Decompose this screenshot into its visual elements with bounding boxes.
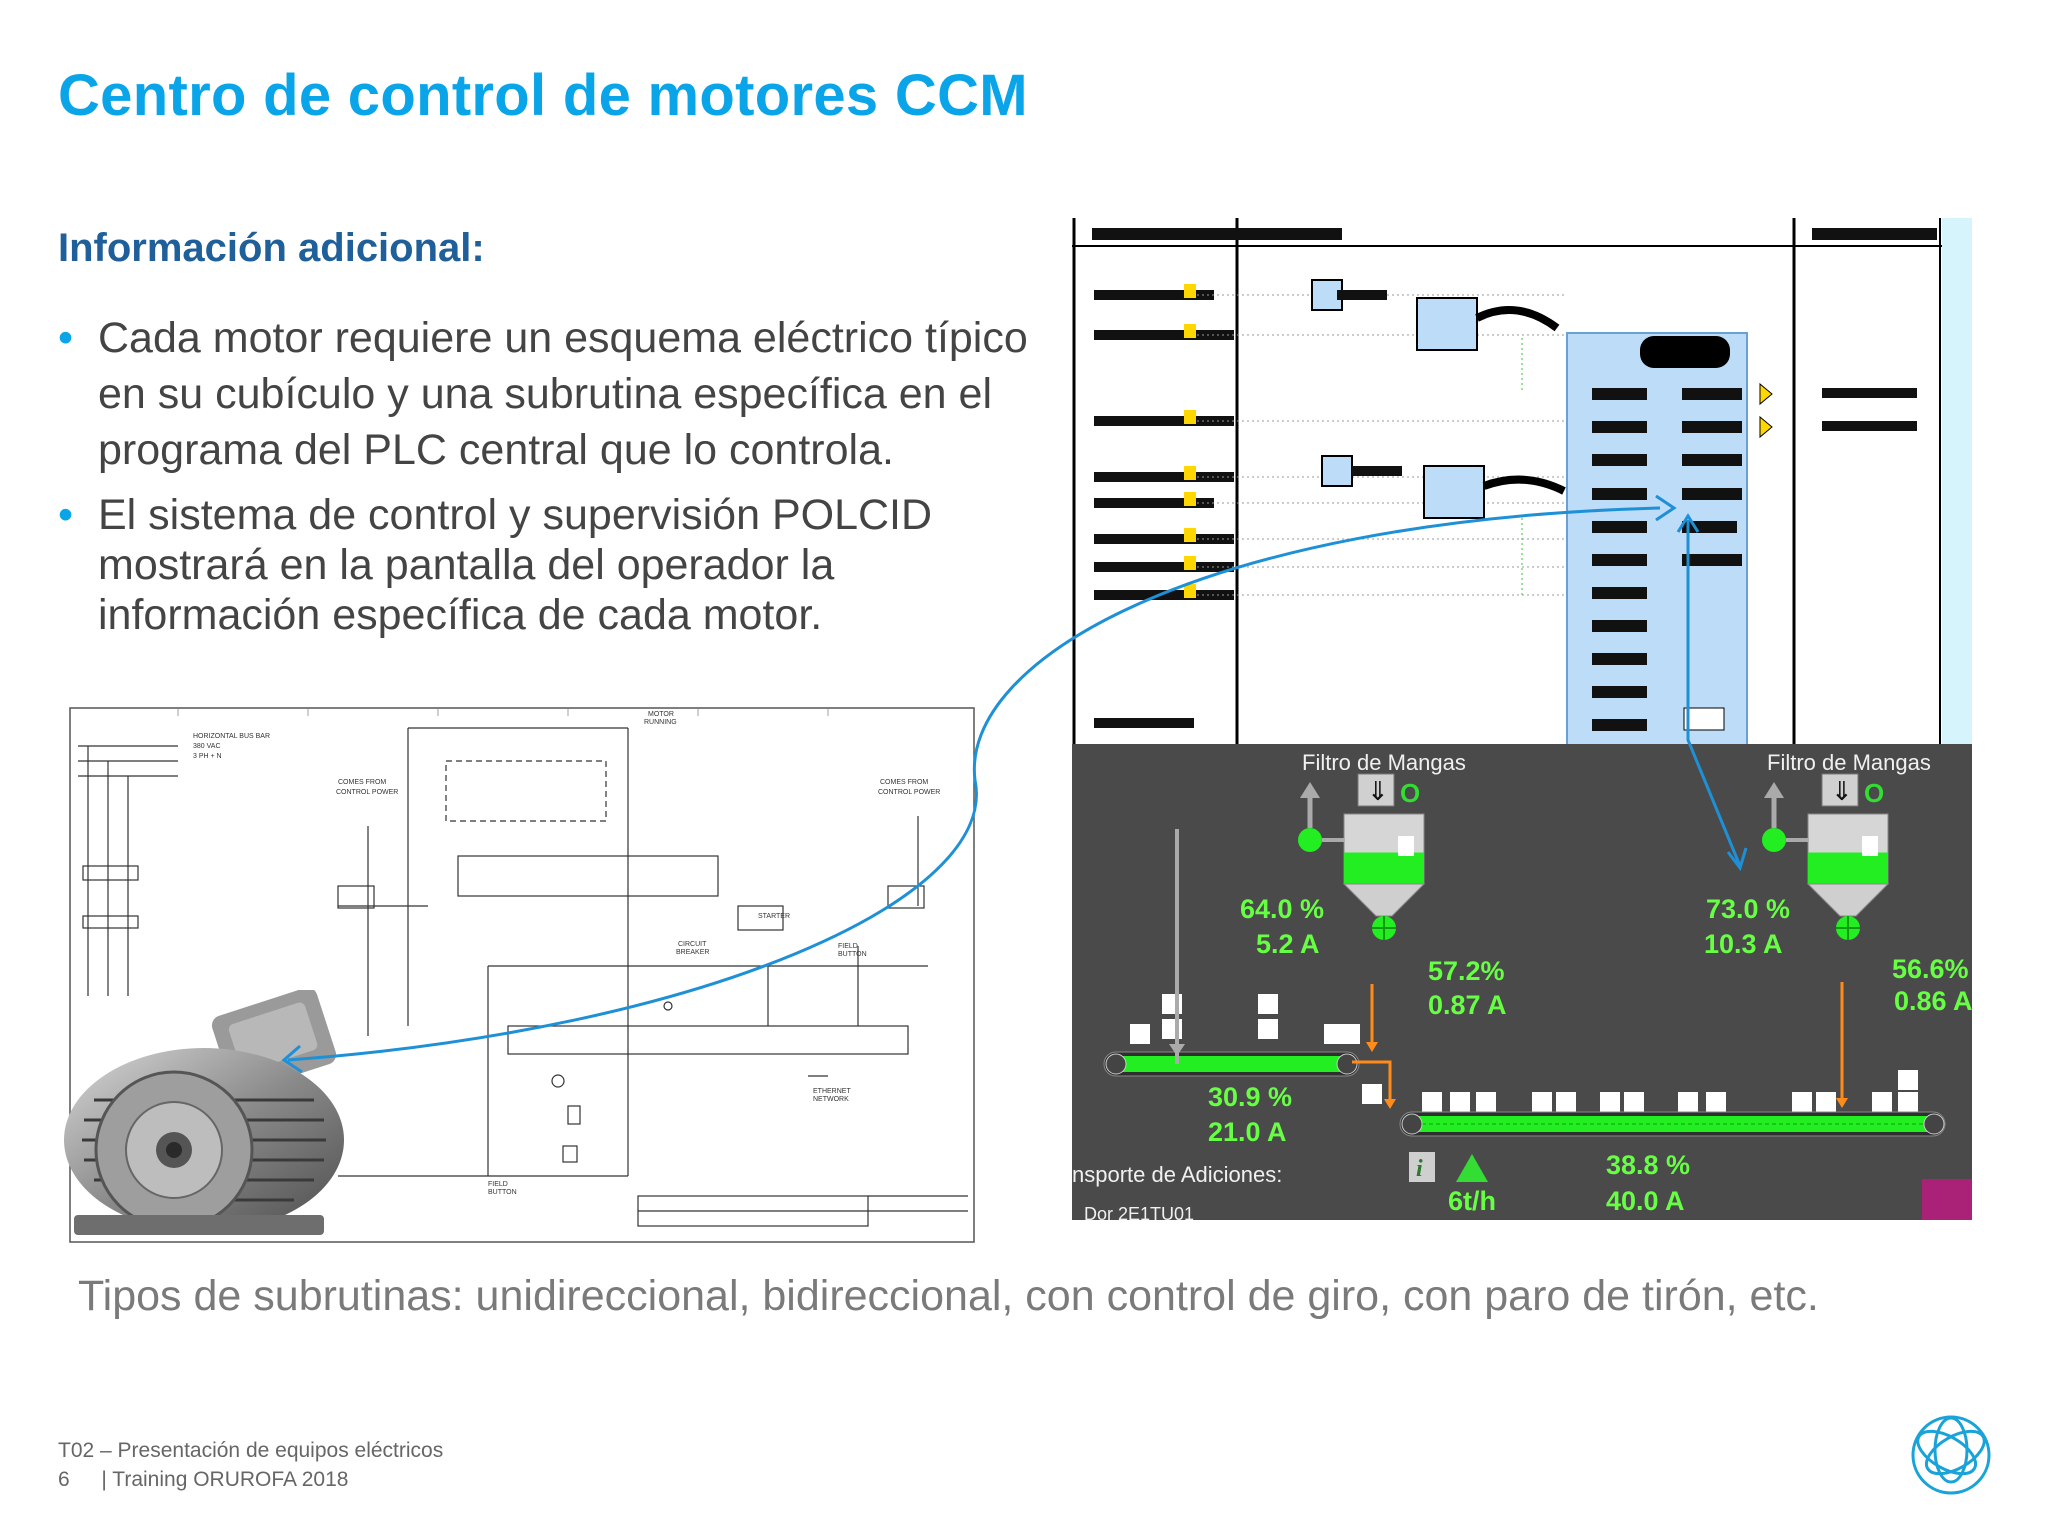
valve-left-percent: 57.2% xyxy=(1428,956,1505,986)
product-block xyxy=(1678,1092,1698,1112)
transport-label: nsporte de Adiciones: xyxy=(1072,1162,1283,1187)
product-block xyxy=(1624,1092,1644,1112)
flow-rate: 6t/h xyxy=(1448,1186,1497,1216)
bullet-dot-icon: • xyxy=(58,491,74,539)
product-block xyxy=(1422,1092,1442,1112)
bullet-text: El sistema de control y supervisión POLC… xyxy=(98,491,933,639)
company-logo-icon xyxy=(1911,1415,1991,1495)
product-block xyxy=(1362,1084,1382,1104)
svg-text:RUNNING: RUNNING xyxy=(644,719,677,726)
fan-icon xyxy=(1298,828,1322,852)
bullet-item: • El sistema de control y supervisión PO… xyxy=(58,490,1068,640)
filter-right-percent: 73.0 % xyxy=(1706,894,1791,924)
filter-right-current: 10.3 A xyxy=(1704,929,1783,959)
product-block xyxy=(1258,994,1278,1014)
svg-text:BUTTON: BUTTON xyxy=(488,1189,517,1196)
svg-text:BUTTON: BUTTON xyxy=(838,951,867,958)
svg-text:COMES FROM: COMES FROM xyxy=(338,779,386,786)
svg-text:BREAKER: BREAKER xyxy=(676,949,709,956)
footer-page-line: 6 | Training ORUROFA 2018 xyxy=(58,1465,443,1494)
svg-text:3 PH + N: 3 PH + N xyxy=(193,753,222,760)
svg-text:FIELD: FIELD xyxy=(838,943,858,950)
footer-training: | Training ORUROFA 2018 xyxy=(101,1468,349,1491)
product-block xyxy=(1706,1092,1726,1112)
filter-hopper-left xyxy=(1342,883,1426,917)
bullet-text: Cada motor requiere un esquema eléctrico… xyxy=(98,314,1028,474)
filter-level-right xyxy=(1808,852,1888,884)
svg-text:ETHERNET: ETHERNET xyxy=(813,1088,851,1095)
conveyor-2-current: 40.0 A xyxy=(1606,1186,1685,1216)
filter-left-current: 5.2 A xyxy=(1256,929,1320,959)
product-block xyxy=(1898,1092,1918,1112)
bullet-dot-icon: • xyxy=(58,314,74,362)
conveyor-2-percent: 38.8 % xyxy=(1606,1150,1691,1180)
footer-course: T02 – Presentación de equipos eléctricos xyxy=(58,1439,444,1462)
bullet-item: • Cada motor requiere un esquema eléctri… xyxy=(58,310,1068,478)
filter-hopper-right xyxy=(1806,883,1890,917)
plc-program-image xyxy=(1072,218,1972,746)
filter-level-left xyxy=(1344,852,1424,884)
svg-text:CIRCUIT: CIRCUIT xyxy=(678,941,707,948)
conveyor-1-current: 21.0 A xyxy=(1208,1117,1287,1147)
product-block xyxy=(1792,1092,1812,1112)
status-o-icon: O xyxy=(1400,778,1420,808)
svg-text:COMES FROM: COMES FROM xyxy=(880,779,928,786)
product-block xyxy=(1450,1092,1470,1112)
down-arrow-icon: ⇓ xyxy=(1367,777,1389,807)
down-arrow-icon: ⇓ xyxy=(1831,777,1853,807)
svg-text:CONTROL POWER: CONTROL POWER xyxy=(878,789,940,796)
product-block xyxy=(1816,1092,1836,1112)
product-block xyxy=(1340,1024,1360,1044)
valve-left-current: 0.87 A xyxy=(1428,990,1507,1020)
hmi-graphics: ⇓ O ⇓ O i xyxy=(1103,773,1972,1220)
filter-button-right xyxy=(1821,773,1859,807)
product-block xyxy=(1258,1019,1278,1039)
tag-partial: Dor 2E1TU01 xyxy=(1084,1204,1195,1224)
slide-title: Centro de control de motores CCM xyxy=(58,63,1028,128)
product-block xyxy=(1872,1092,1892,1112)
section-subtitle: Información adicional: xyxy=(58,226,485,270)
svg-text:STARTER: STARTER xyxy=(758,913,790,920)
svg-text:FIELD: FIELD xyxy=(488,1181,508,1188)
product-block xyxy=(1532,1092,1552,1112)
filter-label-right: Filtro de Mangas xyxy=(1767,750,1931,775)
product-block xyxy=(1476,1092,1496,1112)
product-block xyxy=(1898,1070,1918,1090)
product-block xyxy=(1600,1092,1620,1112)
electric-motor-image xyxy=(64,990,344,1235)
svg-text:CONTROL POWER: CONTROL POWER xyxy=(336,789,398,796)
valve-right-percent: 56.6% xyxy=(1892,954,1969,984)
fan-icon xyxy=(1762,828,1786,852)
svg-text:HORIZONTAL BUS BAR: HORIZONTAL BUS BAR xyxy=(193,733,270,740)
conveyor-1-percent: 30.9 % xyxy=(1208,1082,1293,1112)
svg-text:i: i xyxy=(1416,1156,1423,1182)
svg-text:380 VAC: 380 VAC xyxy=(193,743,221,750)
footer: T02 – Presentación de equipos eléctricos… xyxy=(58,1436,443,1494)
valve-right-current: 0.86 A xyxy=(1894,986,1973,1016)
subroutine-types-text: Tipos de subrutinas: unidireccional, bid… xyxy=(78,1272,1819,1320)
status-o-icon: O xyxy=(1864,778,1884,808)
svg-text:MOTOR: MOTOR xyxy=(648,711,674,718)
product-block xyxy=(1556,1092,1576,1112)
product-block xyxy=(1130,1024,1150,1044)
page-number: 6 xyxy=(58,1468,70,1491)
svg-text:NETWORK: NETWORK xyxy=(813,1096,849,1103)
filter-label-left: Filtro de Mangas xyxy=(1302,750,1466,775)
hmi-screen: ⇓O⇓O i Filtro de xyxy=(1072,744,1973,1224)
filter-left-percent: 64.0 % xyxy=(1240,894,1325,924)
bullet-list: • Cada motor requiere un esquema eléctri… xyxy=(58,310,1068,652)
